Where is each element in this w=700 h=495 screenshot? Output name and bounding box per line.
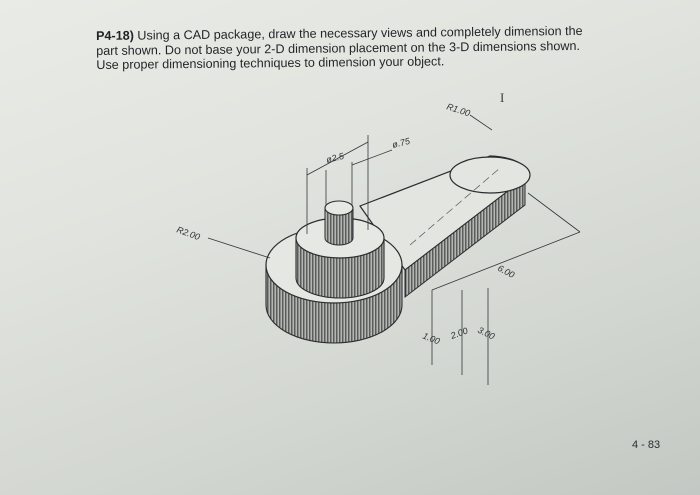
dim-1: 1.00 — [421, 331, 441, 347]
dim-6: 6.00 — [496, 263, 516, 280]
page-number: 4 - 83 — [632, 439, 661, 451]
dimension-lines — [207, 114, 581, 385]
dim-2: 2.00 — [448, 325, 469, 341]
dim-r1: R1.00 — [445, 101, 471, 118]
dim-3: 3.00 — [476, 325, 496, 342]
text-cursor-icon: I — [500, 90, 504, 105]
dim-d25: ø2.5 — [325, 151, 346, 165]
dim-r2: R2.00 — [175, 224, 201, 242]
dim-d75: ø.75 — [391, 136, 412, 150]
pin-cylinder — [324, 200, 354, 246]
link-arm — [359, 155, 531, 299]
